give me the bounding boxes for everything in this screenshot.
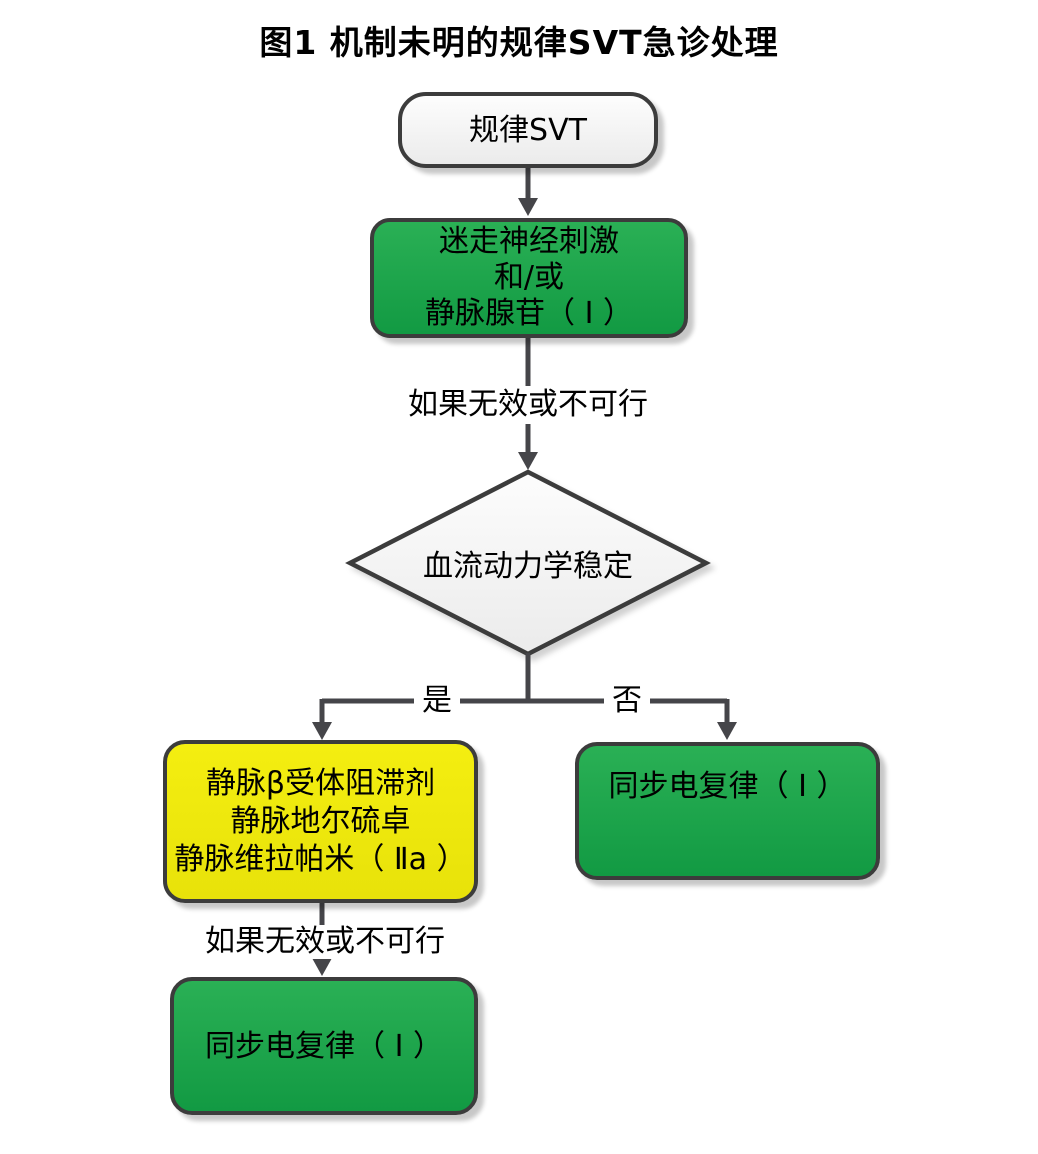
node-iv-medications-line-3: 静脉维拉帕米（ Ⅱa ） (174, 841, 467, 877)
node-cardioversion-bottom: 同步电复律（ Ⅰ ） (170, 977, 478, 1115)
edge-label-ineffective-top: 如果无效或不可行 (398, 386, 658, 424)
decision-label: 血流动力学稳定 (423, 549, 633, 584)
node-vagal-line-1: 迷走神经刺激 (439, 224, 619, 259)
node-regular-svt-label: 规律SVT (469, 112, 587, 148)
arrow-meds-to-cardioversion-head (312, 958, 332, 976)
edge-label-no: 否 (604, 682, 650, 720)
node-regular-svt: 规律SVT (398, 92, 658, 168)
edge-label-yes: 是 (414, 682, 460, 720)
arrow-no-head (717, 722, 737, 740)
node-vagal-line-3: 静脉腺苷（ Ⅰ ） (425, 296, 633, 331)
edge-label-ineffective-bottom: 如果无效或不可行 (198, 925, 452, 959)
node-cardioversion-bottom-label: 同步电复律（ Ⅰ ） (205, 1028, 443, 1064)
node-iv-medications-line-2: 静脉地尔硫卓 (230, 803, 411, 839)
node-vagal-line-2: 和/或 (493, 260, 565, 295)
page-title: 图1 机制未明的规律SVT急诊处理 (259, 23, 779, 62)
node-cardioversion-right: 同步电复律（ Ⅰ ） (575, 742, 880, 880)
node-cardioversion-right-label: 同步电复律（ Ⅰ ） (608, 769, 847, 804)
node-iv-medications-line-1: 静脉β受体阻滞剂 (205, 765, 436, 801)
node-vagal-stimulation: 迷走神经刺激 和/或 静脉腺苷（ Ⅰ ） (370, 218, 688, 338)
arrow-yes-head (312, 722, 332, 740)
decision-hemodynamically-stable: 血流动力学稳定 (350, 472, 706, 654)
node-iv-medications: 静脉β受体阻滞剂 静脉地尔硫卓 静脉维拉帕米（ Ⅱa ） (163, 740, 478, 903)
arrow-start-to-vagal-head (518, 198, 538, 216)
arrow-vagal-to-decision-head (518, 452, 538, 470)
